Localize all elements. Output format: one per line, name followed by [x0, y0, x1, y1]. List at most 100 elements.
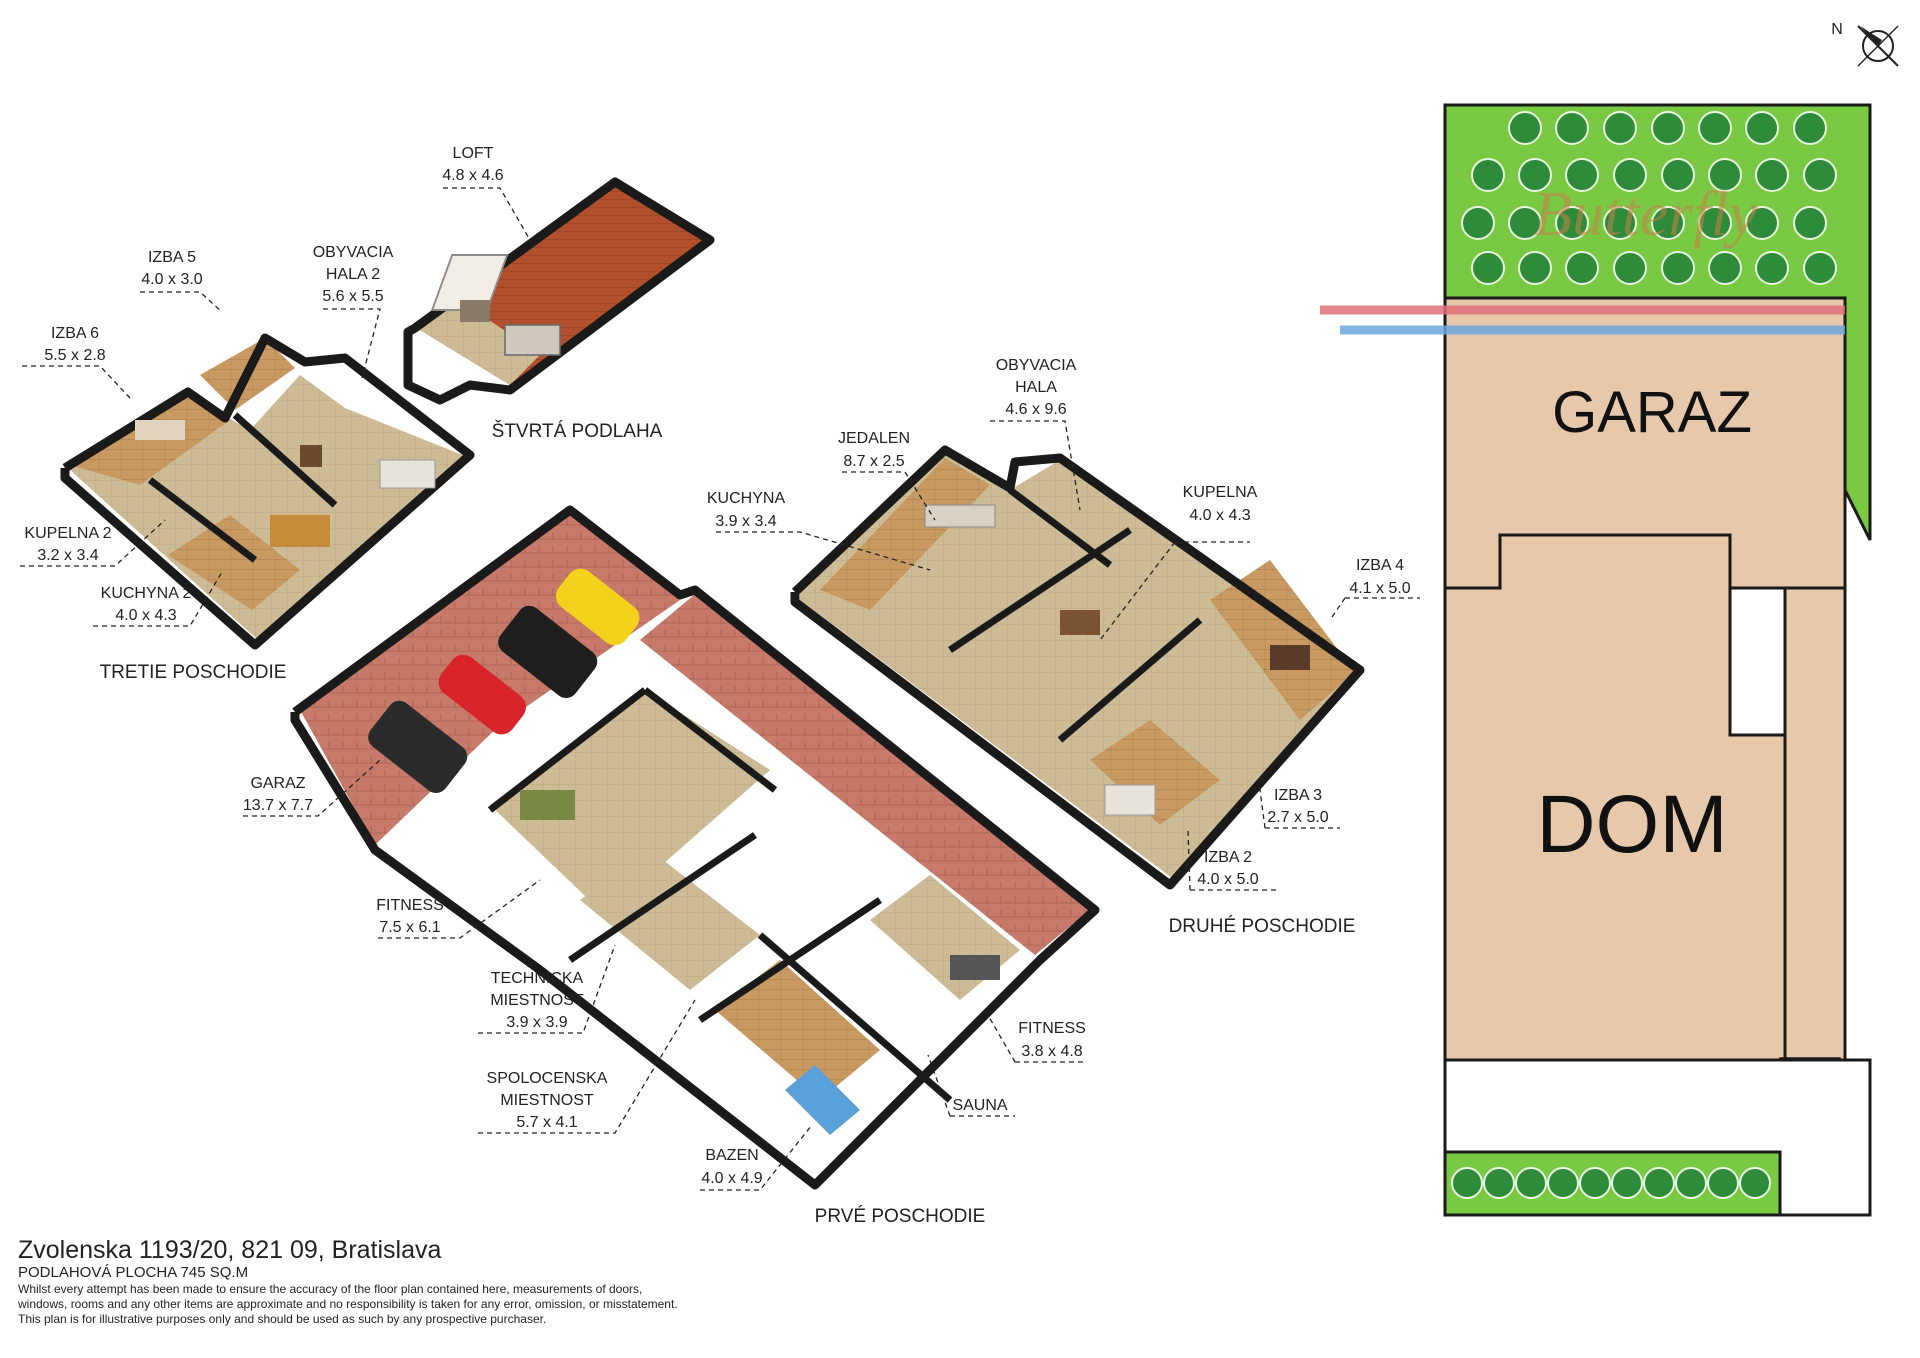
- room-jedalen-name: JEDALEN: [838, 430, 910, 447]
- tree-icon: [1651, 206, 1685, 240]
- room-obyvacia2-name1: OBYVACIA: [313, 244, 394, 261]
- tree-icon: [1745, 206, 1779, 240]
- room-izba3-size: 2.7 x 5.0: [1267, 809, 1328, 826]
- room-izba4-name: IZBA 4: [1356, 557, 1404, 574]
- room-izba5-name: IZBA 5: [148, 249, 196, 266]
- room-kupelna-size: 4.0 x 4.3: [1189, 507, 1250, 524]
- tree-icon: [1555, 206, 1589, 240]
- tree-icon: [1518, 251, 1552, 285]
- hedge-tree-icon: [1675, 1167, 1707, 1199]
- floor-label-druhe: DRUHÉ POSCHODIE: [1169, 916, 1356, 937]
- hedge-tree-icon: [1739, 1167, 1771, 1199]
- tree-icon: [1471, 251, 1505, 285]
- hedge-tree-icon: [1643, 1167, 1675, 1199]
- floor-druhe-poschodie: [790, 445, 1365, 890]
- floor-prve-poschodie: [290, 505, 1100, 1190]
- room-kuchyna2-name: KUCHYNA 2: [101, 585, 192, 602]
- room-technicka-name2: MIESTNOST: [490, 992, 584, 1009]
- hedge-tree-icon: [1547, 1167, 1579, 1199]
- tree-icon: [1565, 251, 1599, 285]
- room-bazen-name: BAZEN: [705, 1147, 758, 1164]
- floor-label-stvrta: ŠTVRTÁ PODLAHA: [492, 420, 663, 442]
- tree-icon: [1793, 111, 1827, 145]
- tree-icon: [1555, 111, 1589, 145]
- room-obyvacia-name2: HALA: [1015, 379, 1057, 396]
- tree-icon: [1613, 251, 1647, 285]
- hedge-tree-icon: [1579, 1167, 1611, 1199]
- room-kuchyna2-size: 4.0 x 4.3: [115, 607, 176, 624]
- room-obyvacia2-size: 5.6 x 5.5: [322, 288, 383, 305]
- tree-icon: [1661, 251, 1695, 285]
- footer-disclaimer-line3: This plan is for illustrative purposes o…: [18, 1312, 547, 1326]
- tree-icon: [1603, 111, 1637, 145]
- room-izba6-size: 5.5 x 2.8: [44, 347, 105, 364]
- tree-icon: [1698, 206, 1732, 240]
- room-kupelna2-size: 3.2 x 3.4: [37, 547, 98, 564]
- room-fitness-name: FITNESS: [376, 897, 444, 914]
- room-technicka-size: 3.9 x 3.9: [506, 1014, 567, 1031]
- room-spolocenska-name2: MIESTNOST: [500, 1092, 594, 1109]
- compass-north-label: N: [1831, 21, 1843, 38]
- room-spolocenska-size: 5.7 x 4.1: [516, 1114, 577, 1131]
- siteplan-dom-label: DOM: [1536, 779, 1727, 870]
- tree-icon: [1613, 158, 1647, 192]
- tree-icon: [1755, 158, 1789, 192]
- room-garaz-size: 13.7 x 7.7: [243, 797, 313, 814]
- hedge-tree-icon: [1707, 1167, 1739, 1199]
- tree-icon: [1471, 158, 1505, 192]
- tree-icon: [1698, 111, 1732, 145]
- room-loft-name: LOFT: [453, 145, 494, 162]
- room-izba3-name: IZBA 3: [1274, 787, 1322, 804]
- room-izba6-name: IZBA 6: [51, 325, 99, 342]
- footer-disclaimer-line2: windows, rooms and any other items are a…: [18, 1297, 678, 1311]
- room-izba2-name: IZBA 2: [1204, 849, 1252, 866]
- room-obyvacia-name1: OBYVACIA: [996, 357, 1077, 374]
- footer-disclaimer-line1: Whilst every attempt has been made to en…: [18, 1282, 643, 1296]
- room-sauna-name: SAUNA: [952, 1097, 1007, 1114]
- room-izba4-size: 4.1 x 5.0: [1349, 580, 1410, 597]
- hedge-tree-icon: [1451, 1167, 1483, 1199]
- room-kuchyna-name: KUCHYNA: [707, 490, 786, 507]
- tree-icon: [1708, 251, 1742, 285]
- room-bazen-size: 4.0 x 4.9: [701, 1170, 762, 1187]
- tree-icon: [1651, 111, 1685, 145]
- hedge-tree-icon: [1515, 1167, 1547, 1199]
- room-technicka-name1: TECHNICKA: [491, 970, 584, 987]
- siteplan-garaz-label: GARAZ: [1552, 380, 1752, 445]
- room-izba5-size: 4.0 x 3.0: [141, 271, 202, 288]
- tree-icon: [1518, 158, 1552, 192]
- room-fitness2-size: 3.8 x 4.8: [1021, 1043, 1082, 1060]
- tree-icon: [1661, 158, 1695, 192]
- tree-icon: [1803, 158, 1837, 192]
- site-plan: Butterfly GARAZ DOM: [1320, 103, 1872, 1217]
- room-fitness-size: 7.5 x 6.1: [379, 919, 440, 936]
- tree-icon: [1461, 206, 1495, 240]
- footer-floor-area: PODLAHOVÁ PLOCHA 745 SQ.M: [18, 1264, 249, 1281]
- tree-icons: [1461, 111, 1837, 285]
- room-izba2-size: 4.0 x 5.0: [1197, 871, 1258, 888]
- hedge-tree-icon: [1483, 1167, 1515, 1199]
- room-kupelna2-name: KUPELNA 2: [24, 525, 111, 542]
- compass-icon: N: [1831, 21, 1899, 67]
- floor-label-prve: PRVÉ POSCHODIE: [815, 1206, 986, 1227]
- room-loft-size: 4.8 x 4.6: [442, 167, 503, 184]
- tree-icon: [1803, 251, 1837, 285]
- room-fitness2-name: FITNESS: [1018, 1020, 1086, 1037]
- tree-icon: [1508, 111, 1542, 145]
- footer: Zvolenska 1193/20, 821 09, Bratislava PO…: [18, 1236, 918, 1327]
- floor-label-tretie: TRETIE POSCHODIE: [100, 662, 287, 683]
- floor-tretie-poschodie: [60, 333, 475, 650]
- tree-icon: [1603, 206, 1637, 240]
- room-garaz-name: GARAZ: [250, 775, 305, 792]
- hedge-tree-icon: [1611, 1167, 1643, 1199]
- room-obyvacia-size: 4.6 x 9.6: [1005, 401, 1066, 418]
- floor-stvrta-podlaha: [403, 177, 715, 405]
- tree-icon: [1755, 251, 1789, 285]
- tree-icon: [1708, 158, 1742, 192]
- tree-icon: [1565, 158, 1599, 192]
- room-spolocenska-name1: SPOLOCENSKA: [487, 1070, 608, 1087]
- tree-icon: [1508, 206, 1542, 240]
- tree-icon: [1793, 206, 1827, 240]
- hedge-icons: [1451, 1167, 1771, 1199]
